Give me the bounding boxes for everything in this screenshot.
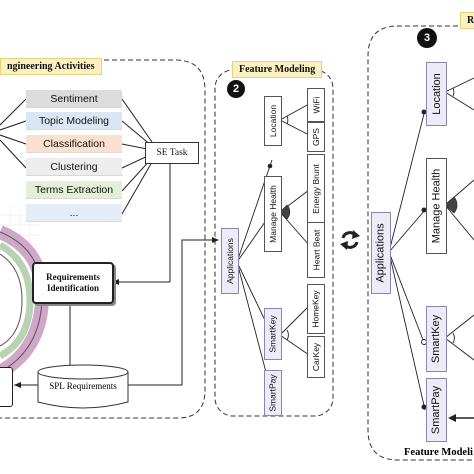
task-sentiment: Sentiment	[26, 90, 122, 108]
feature-node-location: Location	[264, 96, 282, 146]
section2-title: Feature Modeling	[232, 61, 323, 78]
section3-footer: Feature Modeli	[402, 447, 474, 458]
feature-node-location-s3: Location	[426, 62, 447, 126]
feature-node-manage-health: Manage Health	[264, 176, 282, 252]
section3-number-badge: 3	[417, 28, 437, 48]
requirements-identification-box: Requirements Identification	[32, 262, 114, 304]
mandatory-marker	[267, 163, 273, 169]
task-classification: Classification	[26, 135, 122, 153]
feature-node-manage-health-s3: Manage Health	[426, 158, 447, 254]
section3-title: R	[460, 12, 474, 29]
section1-frame	[0, 59, 206, 419]
feature-node-gps: GPS	[307, 122, 325, 152]
feature-node-homekey: HomeKey	[307, 284, 325, 334]
task-fan-lines	[0, 98, 27, 169]
or-group-arc-health	[279, 204, 291, 220]
section3-frame	[367, 25, 474, 461]
feature-node-heart-beat: Heart Beat	[307, 222, 325, 278]
se-task-box: SE Task	[145, 142, 199, 164]
feature-node-applications-s3: Applications	[371, 212, 391, 294]
spl-requirements-cylinder	[37, 364, 129, 409]
feature-node-applications: Applications	[221, 228, 239, 294]
feature-node-smartpay: SmartPay	[264, 370, 282, 416]
feature-node-energy-brunt: Energy Brunt	[307, 154, 325, 224]
task-topic-modeling: Topic Modeling	[26, 112, 122, 130]
feature-node-smartkey: SmartKey	[264, 308, 282, 360]
feature-node-carkey: CarKey	[307, 336, 325, 378]
section3-tree-lines	[388, 77, 474, 411]
task-clustering: Clustering	[26, 158, 122, 176]
spl-requirements-label: SPL Requirements	[49, 381, 117, 391]
alt-arc-smartkey	[286, 329, 289, 341]
section1-title: ngineering Activities	[0, 58, 102, 75]
task-terms-extraction: Terms Extraction	[26, 181, 122, 199]
feature-node-smartpay-s3: SmartPay	[426, 378, 447, 442]
section2-number-badge: 2	[227, 80, 245, 98]
left-partial-box	[0, 367, 13, 407]
alt-arc-location	[286, 115, 289, 125]
feature-node-smartkey-s3: SmartKey	[426, 306, 447, 372]
task-more: ...	[26, 204, 122, 222]
refresh-cycle-icon	[340, 230, 360, 250]
feature-node-wifi: WiFi	[307, 88, 325, 122]
